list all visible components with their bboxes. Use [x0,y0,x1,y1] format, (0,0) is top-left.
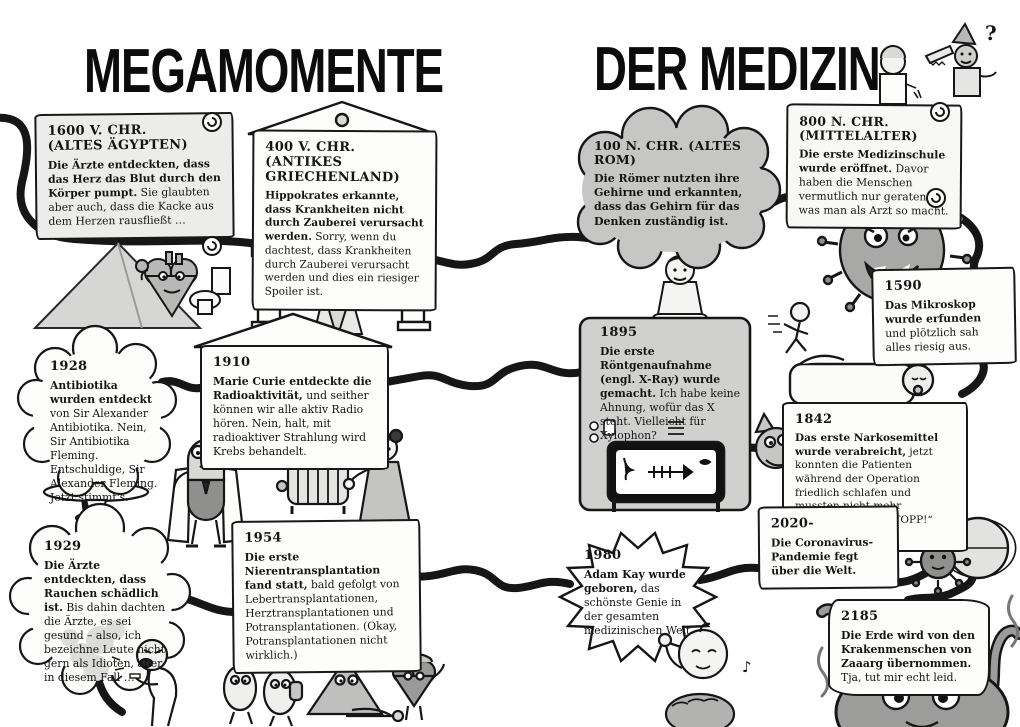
xray-machine-illustration [578,316,752,512]
event-2020-coronavirus: 2020- Die Coronavirus-Pandemie fegt über… [757,505,900,590]
event-year: 1590 [884,278,922,295]
thought-cloud-100 [576,104,782,270]
event-text: Antibiotika wurden entdeckt von Sir Alex… [50,378,158,505]
page-title-right: DER MEDIZIN [594,33,881,104]
event-1980-adam-kay: 1980 Adam Kay wurde geboren, das schönst… [584,548,696,638]
event-1910-radioactivity: 1910 Marie Curie entdeckte die Radioakti… [200,345,389,471]
heart-on-toilet-illustration [135,251,231,318]
event-year: 1895 [600,325,638,340]
event-text: Die Ärzte entdeckten, dass Rauchen schäd… [44,558,166,685]
event-text: Die erste Röntgenaufnahme (engl. X-Ray) … [600,344,741,443]
event-text: Hippokrates erkannte, dass Krankheiten n… [264,189,424,299]
medieval-doctors-illustration: ? [879,21,997,105]
event-1895-xray: 1895 Die erste Röntgenaufnahme (engl. X-… [600,325,746,443]
event-year: 800 N. CHR. (MITTELALTER) [799,113,918,144]
event-year: 1928 [50,359,88,374]
event-year: 1600 V. CHR.(ALTES ÄGYPTEN) [47,122,188,154]
event-year: 1980 [584,548,622,563]
event-year: 2185 [841,609,879,624]
baby-adam-kay-illustration: ♪ [657,622,752,727]
walking-organs-illustration [222,652,446,727]
page-title-left: MEGAMOMENTE [84,35,444,106]
running-man-illustration [768,301,811,354]
house-roof-illustration [193,312,393,349]
event-text: Die Ärzte entdeckten, dass das Herz das … [47,157,221,228]
question-mark-glyph: ? [985,21,997,45]
music-note-glyph: ♪ [742,658,752,676]
event-text: Die Coronavirus-Pandemie fegt über die W… [770,535,874,578]
event-1954-transplant: 1954 Die erste Nierentransplantation fan… [231,519,422,675]
event-text: Das Mikroskop wurde erfunden und plötzli… [884,297,982,355]
event-year: 400 V. CHR.(ANTIKES GRIECHENLAND) [265,139,401,186]
event-100-ad-rome: 100 N. CHR. (ALTES ROM) Die Römer nutzte… [594,138,754,229]
speech-cloud-1928 [16,324,178,498]
event-year: 2020- [770,516,814,532]
event-text: Marie Curie entdeckte die Radioaktivität… [213,374,372,459]
event-year: 1910 [213,355,251,370]
event-text: Die erste Nierentransplantation fand sta… [244,550,400,663]
event-1928-antibiotics: 1928 Antibiotika wurden entdeckt von Sir… [50,359,162,505]
event-year: 1929 [44,539,82,554]
event-text: Die Römer nutzten ihre Gehirne und erkan… [594,171,743,228]
event-400-bc-greece: 400 V. CHR.(ANTIKES GRIECHENLAND) Hippok… [251,129,438,312]
event-1590-microscope: 1590 Das Mikroskop wurde erfunden und pl… [871,266,1017,367]
event-1600-bc-egypt: 1600 V. CHR.(ALTES ÄGYPTEN) Die Ärzte en… [34,111,235,241]
event-year: 1954 [244,530,282,546]
event-text: Die erste Medizinschule wurde eröffnet. … [798,147,949,218]
event-text: Die Erde wird von den Krakenmenschen von… [841,628,975,685]
smoking-man-illustration [61,620,178,727]
event-1929-smoking: 1929 Die Ärzte entdeckten, dass Rauchen … [44,539,166,685]
event-800-ad-middle-ages: 800 N. CHR. (MITTELALTER) Die erste Medi… [785,103,963,230]
event-text: Adam Kay wurde geboren, das schönste Gen… [584,567,694,638]
event-2185-octopus-people: 2185 Die Erde wird von den Krakenmensche… [828,599,990,697]
event-year: 1842 [795,412,833,427]
event-year: 100 N. CHR. (ALTES ROM) [594,138,742,168]
